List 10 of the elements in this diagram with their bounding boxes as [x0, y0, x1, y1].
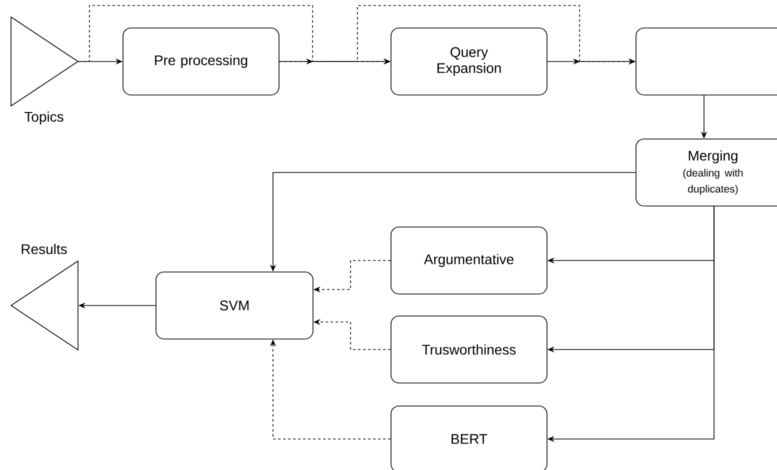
process-box: Pre processing: [122, 28, 280, 96]
process-box: Trusworthiness: [390, 316, 548, 384]
process-box: Query Expansion: [390, 28, 548, 96]
process-box: BERT: [390, 406, 548, 470]
node-label: Results: [22, 244, 67, 254]
node-label: Topics: [24, 111, 64, 125]
empty-box: [636, 28, 777, 96]
process-box: SVM: [156, 272, 314, 340]
process-box: Merging (dealing with duplicates): [636, 138, 777, 206]
process-box: Argumentative: [390, 226, 548, 294]
